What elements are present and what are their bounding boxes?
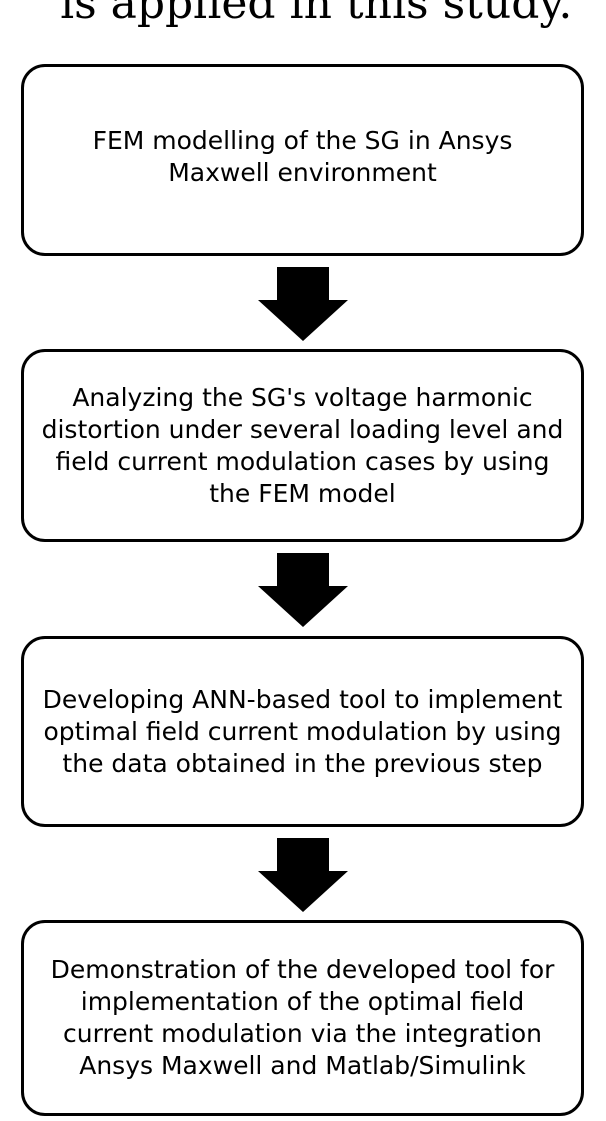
flowchart-step-3: Developing ANN-based tool to implement o… <box>21 636 584 827</box>
flowchart-step-2: Analyzing the SG's voltage harmonic dist… <box>21 349 584 542</box>
down-arrow-icon <box>258 267 348 341</box>
flowchart-step-1: FEM modelling of the SG in Ansys Maxwell… <box>21 64 584 256</box>
step-2-text: Analyzing the SG's voltage harmonic dist… <box>41 382 564 508</box>
step-1-text: FEM modelling of the SG in Ansys Maxwell… <box>92 126 513 187</box>
flowchart-step-4: Demonstration of the developed tool for … <box>21 920 584 1116</box>
down-arrow-icon <box>258 553 348 627</box>
step-4-text: Demonstration of the developed tool for … <box>50 955 555 1080</box>
header-text-fragment: is applied in this study. <box>60 0 573 29</box>
step-3-text: Developing ANN-based tool to implement o… <box>42 684 563 778</box>
down-arrow-icon <box>258 838 348 912</box>
